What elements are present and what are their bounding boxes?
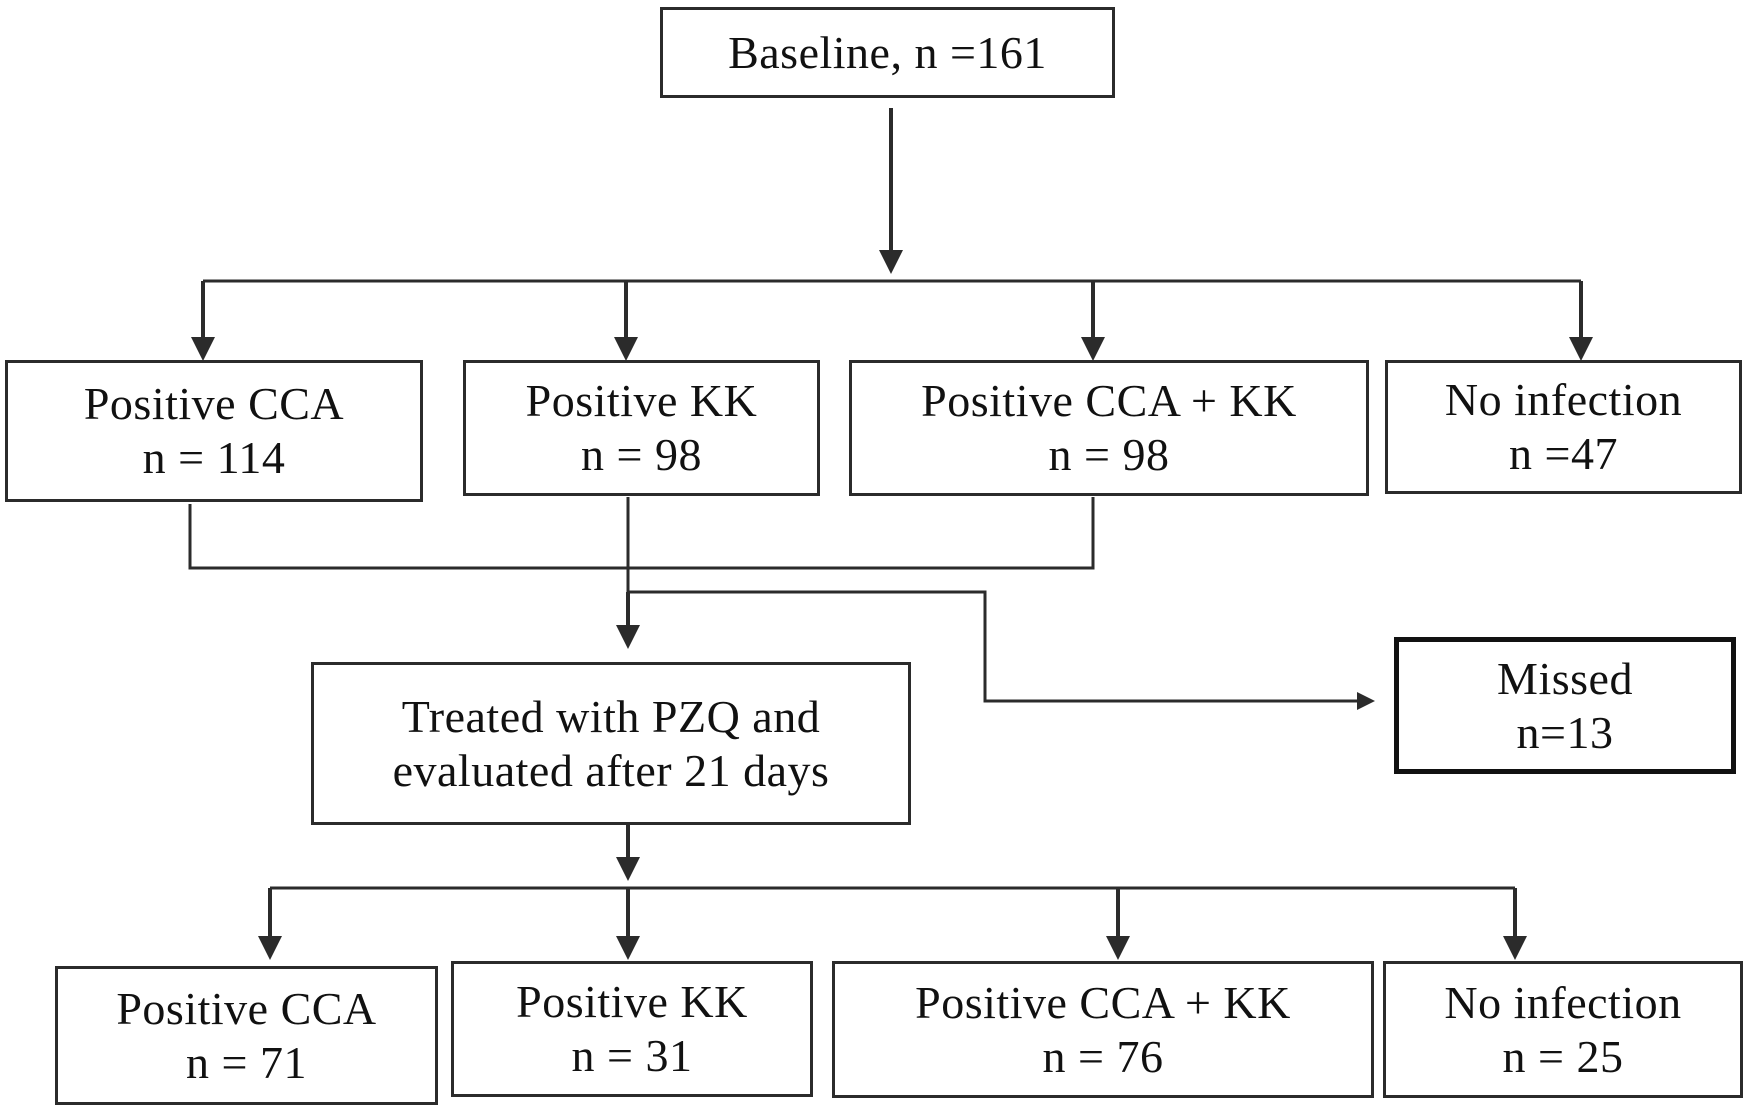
stage1-positive-cca-kk-box: Positive CCA + KK n = 98 [849, 360, 1369, 496]
stage1-positive-cca-title: Positive CCA [83, 378, 345, 429]
stage1-positive-kk-box: Positive KK n = 98 [463, 360, 820, 496]
treatment-box: Treated with PZQ and evaluated after 21 … [311, 662, 911, 825]
treatment-line1: Treated with PZQ and [401, 690, 821, 742]
stage2-no-infection-box: No infection n = 25 [1383, 961, 1743, 1098]
stage2-positive-cca-kk-count: n = 76 [1042, 1030, 1164, 1082]
stage1-no-infection-box: No infection n =47 [1385, 360, 1742, 494]
baseline-box: Baseline, n =161 [660, 7, 1115, 98]
positive-groups-merge-line [188, 497, 1095, 570]
stage1-positive-cca-box: Positive CCA n = 114 [5, 360, 423, 502]
missed-branch-line [628, 590, 1375, 710]
missed-title: Missed [1497, 652, 1633, 704]
stage2-no-infection-count: n = 25 [1502, 1030, 1624, 1082]
stage1-positive-cca-kk-count: n = 98 [1048, 429, 1170, 480]
missed-count: n=13 [1516, 706, 1614, 758]
stage2-positive-kk-title: Positive KK [516, 976, 748, 1027]
stage2-positive-cca-kk-box: Positive CCA + KK n = 76 [832, 961, 1374, 1098]
stage2-positive-cca-count: n = 71 [186, 1036, 307, 1088]
stage2-positive-cca-box: Positive CCA n = 71 [55, 966, 438, 1105]
stage2-positive-cca-title: Positive CCA [116, 982, 377, 1034]
stage2-positive-kk-count: n = 31 [571, 1030, 693, 1081]
stage2-no-infection-title: No infection [1444, 976, 1682, 1028]
stage1-positive-kk-title: Positive KK [525, 375, 758, 426]
stage2-positive-kk-box: Positive KK n = 31 [451, 961, 813, 1097]
missed-box: Missed n=13 [1394, 637, 1736, 774]
baseline-label: Baseline, n =161 [728, 26, 1047, 78]
stage1-positive-cca-kk-title: Positive CCA + KK [921, 375, 1297, 426]
stage2-positive-cca-kk-title: Positive CCA + KK [915, 976, 1291, 1028]
treatment-line2: evaluated after 21 days [392, 744, 830, 796]
stage1-no-infection-title: No infection [1444, 374, 1683, 425]
stage1-no-infection-count: n =47 [1509, 428, 1618, 479]
stage1-positive-cca-count: n = 114 [142, 432, 286, 483]
stage1-positive-kk-count: n = 98 [581, 429, 702, 480]
